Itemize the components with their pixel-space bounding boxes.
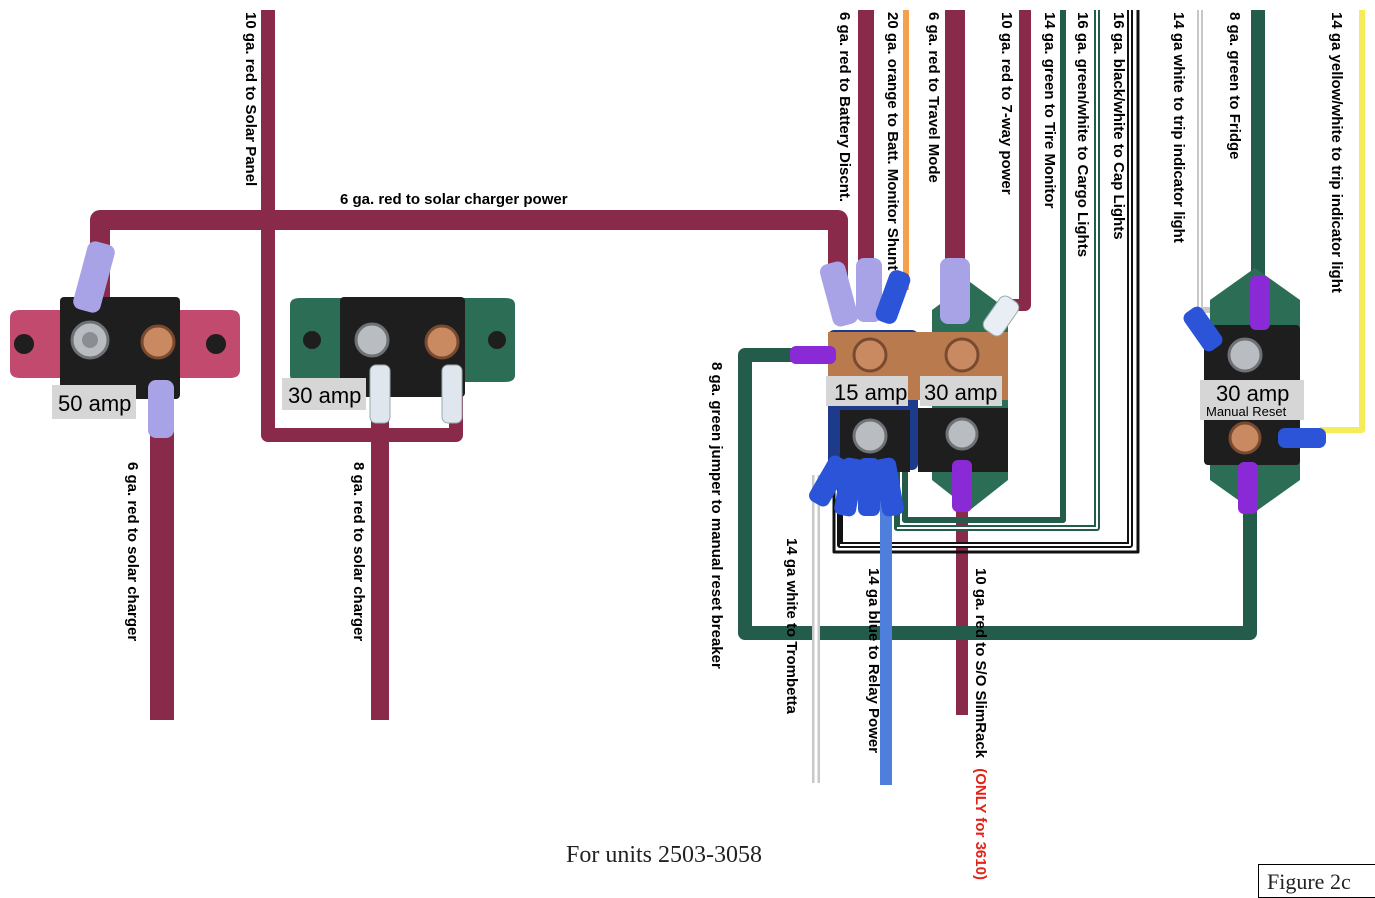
ring-terminal-icon bbox=[1278, 428, 1326, 448]
ring-terminal-icon bbox=[952, 460, 972, 512]
label-trombetta: 14 ga white to Trombetta bbox=[783, 538, 800, 715]
label-cargo-lights: 16 ga. green/white to Cargo Lights bbox=[1074, 12, 1091, 257]
breaker-50-amp: 50 amp bbox=[10, 297, 240, 419]
label-relay-power: 14 ga blue to Relay Power bbox=[865, 568, 882, 753]
footer-units: For units 2503-3058 bbox=[566, 842, 763, 868]
label-slimrack-note: (ONLY for 3610) bbox=[972, 768, 989, 880]
mount-screw-icon bbox=[206, 334, 226, 354]
label-battery-discnt: 6 ga. red to Battery Discnt. bbox=[836, 12, 853, 202]
wire-trip-yellow bbox=[1320, 10, 1365, 433]
ring-terminal-icon bbox=[441, 364, 463, 424]
terminal-stud-icon bbox=[944, 337, 980, 373]
label-green-jumper: 8 ga. green jumper to manual reset break… bbox=[708, 362, 725, 669]
wire-labels: 10 ga. red to Solar Panel 6 ga. red to s… bbox=[124, 12, 1345, 880]
wire-solar-charger-power bbox=[90, 210, 848, 300]
label-trip-white: 14 ga white to trip indicator light bbox=[1170, 12, 1187, 243]
breaker-15-amp: 15 amp bbox=[826, 330, 918, 472]
blue-terminal-cluster bbox=[809, 455, 904, 517]
ring-terminal-icon bbox=[790, 346, 836, 364]
breaker-30-mid-label: 30 amp bbox=[924, 380, 997, 405]
label-tire-monitor: 14 ga. green to Tire Monitor bbox=[1041, 12, 1058, 209]
wire-trip-white bbox=[1197, 10, 1210, 313]
wire-cap-outer bbox=[832, 10, 1140, 554]
ring-terminal-icon bbox=[819, 261, 859, 327]
breaker-30-amp-manual-reset: 30 amp Manual Reset bbox=[1200, 268, 1304, 512]
label-trip-yellow: 14 ga yellow/white to trip indicator lig… bbox=[1328, 12, 1345, 293]
ring-terminal-icon bbox=[1183, 306, 1223, 352]
ring-terminal-icon bbox=[369, 364, 391, 424]
wire-tire-monitor bbox=[902, 10, 1066, 523]
terminal-stud-icon bbox=[852, 337, 888, 373]
ring-terminal-icon bbox=[148, 380, 174, 438]
label-solar-charger-6: 6 ga. red to solar charger bbox=[124, 462, 141, 641]
terminal-stud-icon bbox=[1227, 337, 1263, 373]
ring-terminal-icon bbox=[73, 241, 115, 313]
wire-cargo-stripe bbox=[897, 10, 1098, 529]
ring-terminal-icon bbox=[1250, 276, 1270, 330]
terminal-stud-icon bbox=[424, 324, 460, 360]
terminal-stud-icon bbox=[354, 322, 390, 358]
wire-cap-stripe bbox=[840, 10, 1131, 546]
ring-terminal-icon bbox=[856, 258, 882, 322]
mount-screw-icon bbox=[14, 334, 34, 354]
mount-screw-icon bbox=[488, 331, 506, 349]
terminal-stud-icon bbox=[945, 417, 979, 451]
label-cap-lights: 16 ga. black/white to Cap Lights bbox=[1110, 12, 1127, 240]
breaker-30-amp-middle: 30 amp bbox=[918, 282, 1008, 510]
label-slimrack: 10 ga. red to S/O SlimRack (ONLY for 361… bbox=[972, 568, 989, 880]
wire-green-jumper bbox=[738, 348, 1257, 640]
label-solar-panel: 10 ga. red to Solar Panel bbox=[242, 12, 259, 186]
ring-terminal-icon bbox=[940, 258, 970, 324]
breaker-30-amp-left: 30 amp bbox=[282, 297, 515, 410]
breaker-30-left-label: 30 amp bbox=[288, 383, 361, 408]
label-travel-mode: 6 ga. red to Travel Mode bbox=[925, 12, 942, 183]
breaker-30-right-sublabel: Manual Reset bbox=[1206, 404, 1287, 419]
label-solar-charger-power: 6 ga. red to solar charger power bbox=[340, 191, 568, 208]
label-seven-way: 10 ga. red to 7-way power bbox=[998, 12, 1015, 195]
label-batt-monitor: 20 ga. orange to Batt. Monitor Shunt bbox=[884, 12, 901, 270]
ring-terminal-icon bbox=[982, 295, 1020, 337]
ring-terminal-icon bbox=[875, 270, 911, 324]
breaker-30-right-label: 30 amp bbox=[1216, 381, 1289, 406]
label-fridge: 8 ga. green to Fridge bbox=[1226, 12, 1243, 160]
label-slimrack-text: 10 ga. red to S/O SlimRack bbox=[972, 568, 989, 759]
figure-label: Figure 2c bbox=[1258, 864, 1375, 898]
breaker-50-label: 50 amp bbox=[58, 391, 131, 416]
label-solar-charger-8: 8 ga. red to solar charger bbox=[350, 462, 367, 641]
terminal-stud-icon bbox=[1228, 421, 1262, 455]
terminal-stud-icon bbox=[852, 418, 888, 454]
terminal-stud-icon bbox=[140, 324, 176, 360]
mount-screw-icon bbox=[303, 331, 321, 349]
ring-terminal-icon bbox=[1238, 462, 1258, 514]
breaker-15-label: 15 amp bbox=[834, 380, 907, 405]
